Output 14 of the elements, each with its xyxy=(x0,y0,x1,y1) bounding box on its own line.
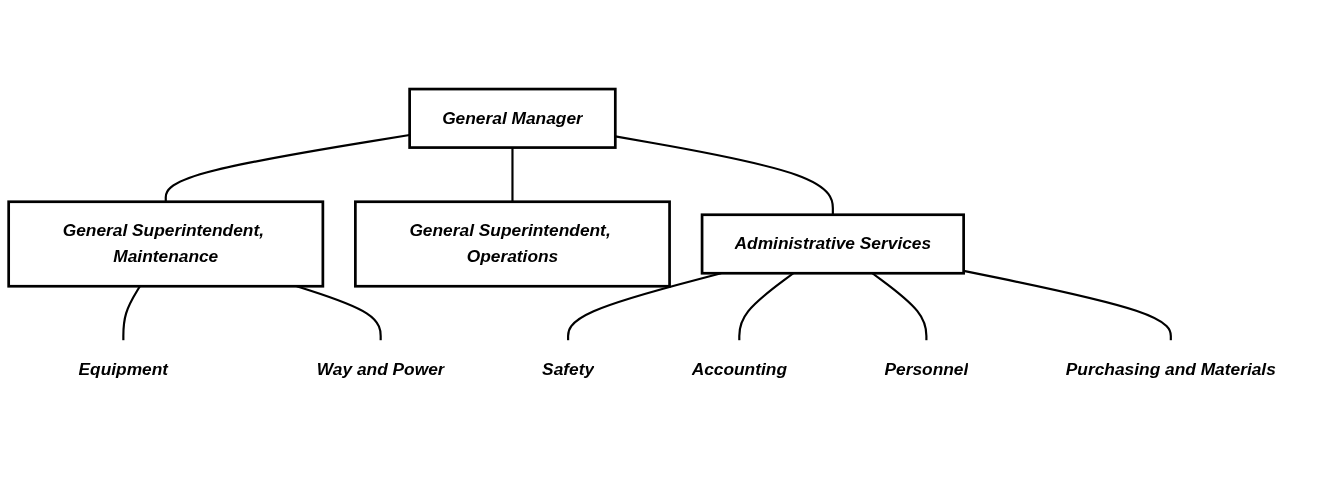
node-text: Purchasing and Materials xyxy=(1065,359,1276,379)
node-text: Safety xyxy=(542,359,595,379)
node-text: Way and Power xyxy=(316,359,445,379)
node-text: Equipment xyxy=(78,359,169,379)
node-box: General Superintendent, Maintenance xyxy=(7,200,325,288)
connector xyxy=(615,135,834,215)
connector xyxy=(164,133,410,202)
node-text: Accounting xyxy=(691,359,787,379)
node-box: General Manager xyxy=(408,87,617,149)
node-box: Administrative Services xyxy=(700,213,965,275)
connector xyxy=(511,147,514,202)
connector xyxy=(963,269,1172,341)
node-text: Personnel xyxy=(884,359,969,379)
node-box: General Superintendent, Operations xyxy=(354,200,671,288)
